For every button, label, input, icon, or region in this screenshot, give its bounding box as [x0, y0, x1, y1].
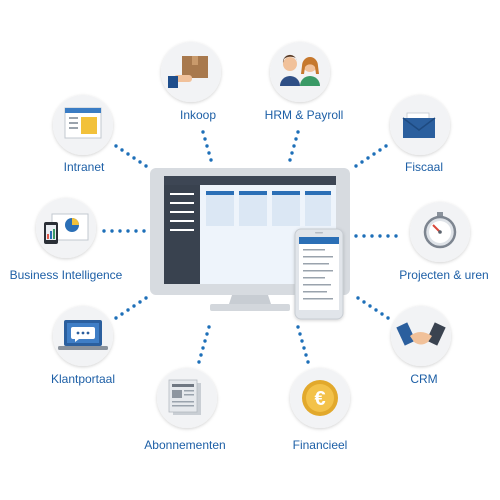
connector-klantportaal — [114, 296, 148, 320]
connector-fiscaal — [354, 144, 388, 168]
module-projecten[interactable] — [410, 202, 470, 262]
monitor-neck — [229, 295, 271, 304]
connector-abonnementen — [197, 325, 211, 364]
screen-topbar — [164, 176, 336, 185]
label-projecten-uren: Projecten & uren — [399, 268, 489, 282]
tablet-chart-icon — [44, 213, 89, 244]
stopwatch-icon — [423, 212, 457, 249]
screen-sidebar-items — [170, 193, 194, 231]
module-hrm[interactable] — [270, 42, 330, 102]
phone-device — [294, 228, 344, 320]
module-crm[interactable] — [391, 306, 451, 366]
screen-columns — [206, 191, 331, 226]
connector-intranet — [114, 144, 148, 168]
monitor-base — [210, 304, 290, 311]
web-page-icon — [64, 107, 102, 139]
module-bi[interactable] — [36, 198, 96, 258]
label-klantportaal: Klantportaal — [50, 372, 116, 386]
label-inkoop: Inkoop — [179, 108, 217, 122]
module-inkoop[interactable] — [161, 42, 221, 102]
screen-sidebar — [164, 185, 200, 284]
label-abonnementen: Abonnementen — [144, 438, 226, 452]
connector-inkoop — [201, 130, 213, 162]
envelope-icon — [402, 112, 436, 138]
euro-coin-icon: € — [302, 380, 338, 416]
label-crm: CRM — [410, 372, 438, 386]
label-business-intelligence: Business Intelligence — [9, 268, 123, 282]
connector-bi — [102, 229, 146, 233]
employees-icon — [280, 54, 320, 86]
connector-projecten — [354, 234, 398, 238]
label-intranet: Intranet — [63, 160, 105, 174]
label-fiscaal: Fiscaal — [404, 160, 443, 174]
connector-crm — [356, 296, 390, 320]
module-klantportaal[interactable] — [53, 306, 113, 366]
module-fiscaal[interactable] — [390, 95, 450, 155]
module-financieel[interactable]: € — [290, 368, 350, 428]
label-hrm-payroll: HRM & Payroll — [264, 108, 344, 122]
laptop-chat-icon — [58, 320, 108, 350]
handshake-icon — [396, 322, 446, 346]
label-financieel: Financieel — [292, 438, 348, 452]
module-intranet[interactable] — [53, 95, 113, 155]
connector-lines — [102, 130, 398, 364]
newspaper-icon — [168, 379, 201, 415]
connector-hrm — [288, 130, 300, 162]
connector-financieel — [296, 325, 310, 364]
svg-text:€: € — [314, 388, 325, 410]
hand-with-package-icon — [168, 56, 208, 88]
module-abonnementen[interactable] — [157, 368, 217, 428]
